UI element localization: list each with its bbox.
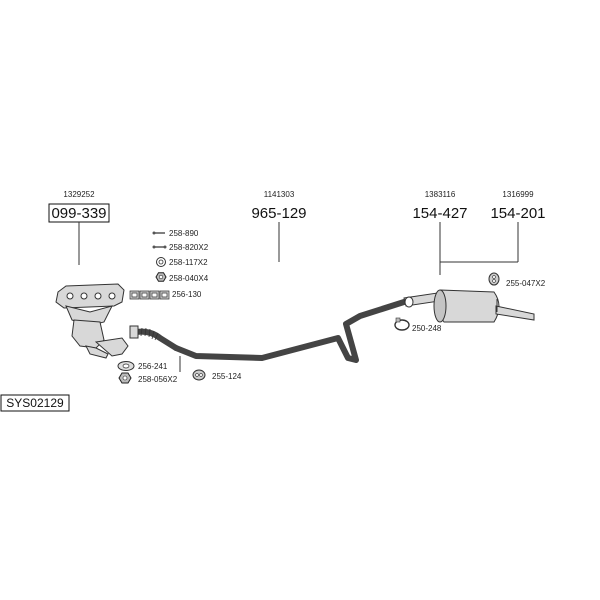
- stud-icon: [152, 245, 167, 249]
- fitting-258-890[interactable]: 258-890: [152, 229, 199, 238]
- system-code-label: SYS02129: [6, 396, 64, 410]
- manifold-flange: [55, 283, 125, 309]
- ring-icon: [156, 257, 166, 267]
- fitting-258-040x4[interactable]: 258-040X4: [155, 272, 209, 283]
- flex-joint: [140, 327, 159, 341]
- gasket-set-icon: [129, 290, 170, 300]
- fitting-label: 256-241: [138, 362, 168, 371]
- part-ref: 1141303: [264, 190, 295, 199]
- fitting-label: 258-820X2: [169, 243, 209, 252]
- fitting-255-124[interactable]: 255-124: [179, 356, 242, 381]
- fitting-258-056x2[interactable]: 258-056X2: [118, 372, 178, 384]
- part-number: 154-201: [490, 205, 545, 222]
- bolt-icon: [152, 231, 165, 235]
- fitting-label: 256-130: [172, 290, 202, 299]
- fitting-250-248[interactable]: 250-248: [394, 317, 442, 333]
- part-number: 965-129: [251, 205, 306, 222]
- fitting-label: 258-890: [169, 229, 199, 238]
- fitting-256-241[interactable]: 256-241: [117, 361, 168, 372]
- fitting-255-047x2[interactable]: 255-047X2: [488, 272, 546, 288]
- catalyst-outlet: [85, 345, 109, 359]
- front-pipe[interactable]: [129, 325, 179, 351]
- part-number: 099-339: [51, 205, 106, 222]
- fitting-256-130[interactable]: 256-130: [129, 290, 202, 300]
- part-label-group-3[interactable]: 1383116 154-427: [412, 190, 468, 275]
- part-ref: 1316999: [502, 190, 534, 199]
- nut-icon: [155, 272, 167, 282]
- catalyst-bracket: [94, 337, 129, 357]
- gasket-icon: [117, 361, 135, 371]
- part-number: 154-427: [412, 205, 467, 222]
- part-label-group-1[interactable]: 1329252 099-339: [48, 190, 110, 265]
- rear-silencer[interactable]: [403, 289, 535, 323]
- fitting-label: 255-124: [212, 372, 242, 381]
- middle-pipe[interactable]: [173, 299, 407, 363]
- exhaust-manifold-catalyst[interactable]: [55, 283, 129, 359]
- fitting-258-820x2[interactable]: 258-820X2: [152, 243, 209, 252]
- fitting-label: 250-248: [412, 324, 442, 333]
- nut-icon: [118, 372, 132, 384]
- fitting-258-117x2[interactable]: 258-117X2: [156, 257, 209, 268]
- system-code: SYS02129: [0, 394, 70, 412]
- silencer-tailpipe: [495, 305, 535, 321]
- part-label-group-4[interactable]: 1316999 154-201: [490, 190, 546, 262]
- rubber-mount-icon: [192, 369, 206, 381]
- fitting-label: 258-117X2: [169, 258, 208, 267]
- part-ref: 1329252: [63, 190, 95, 199]
- rubber-mount-icon: [488, 272, 500, 286]
- system-code-box: [0, 394, 70, 412]
- fitting-label: 258-056X2: [138, 375, 178, 384]
- front-flange: [129, 325, 139, 339]
- fitting-label: 255-047X2: [506, 279, 546, 288]
- part-label-group-2[interactable]: 1141303 965-129: [251, 190, 307, 262]
- clamp-icon: [394, 317, 410, 331]
- part-ref: 1383116: [425, 190, 456, 199]
- fitting-label: 258-040X4: [169, 274, 209, 283]
